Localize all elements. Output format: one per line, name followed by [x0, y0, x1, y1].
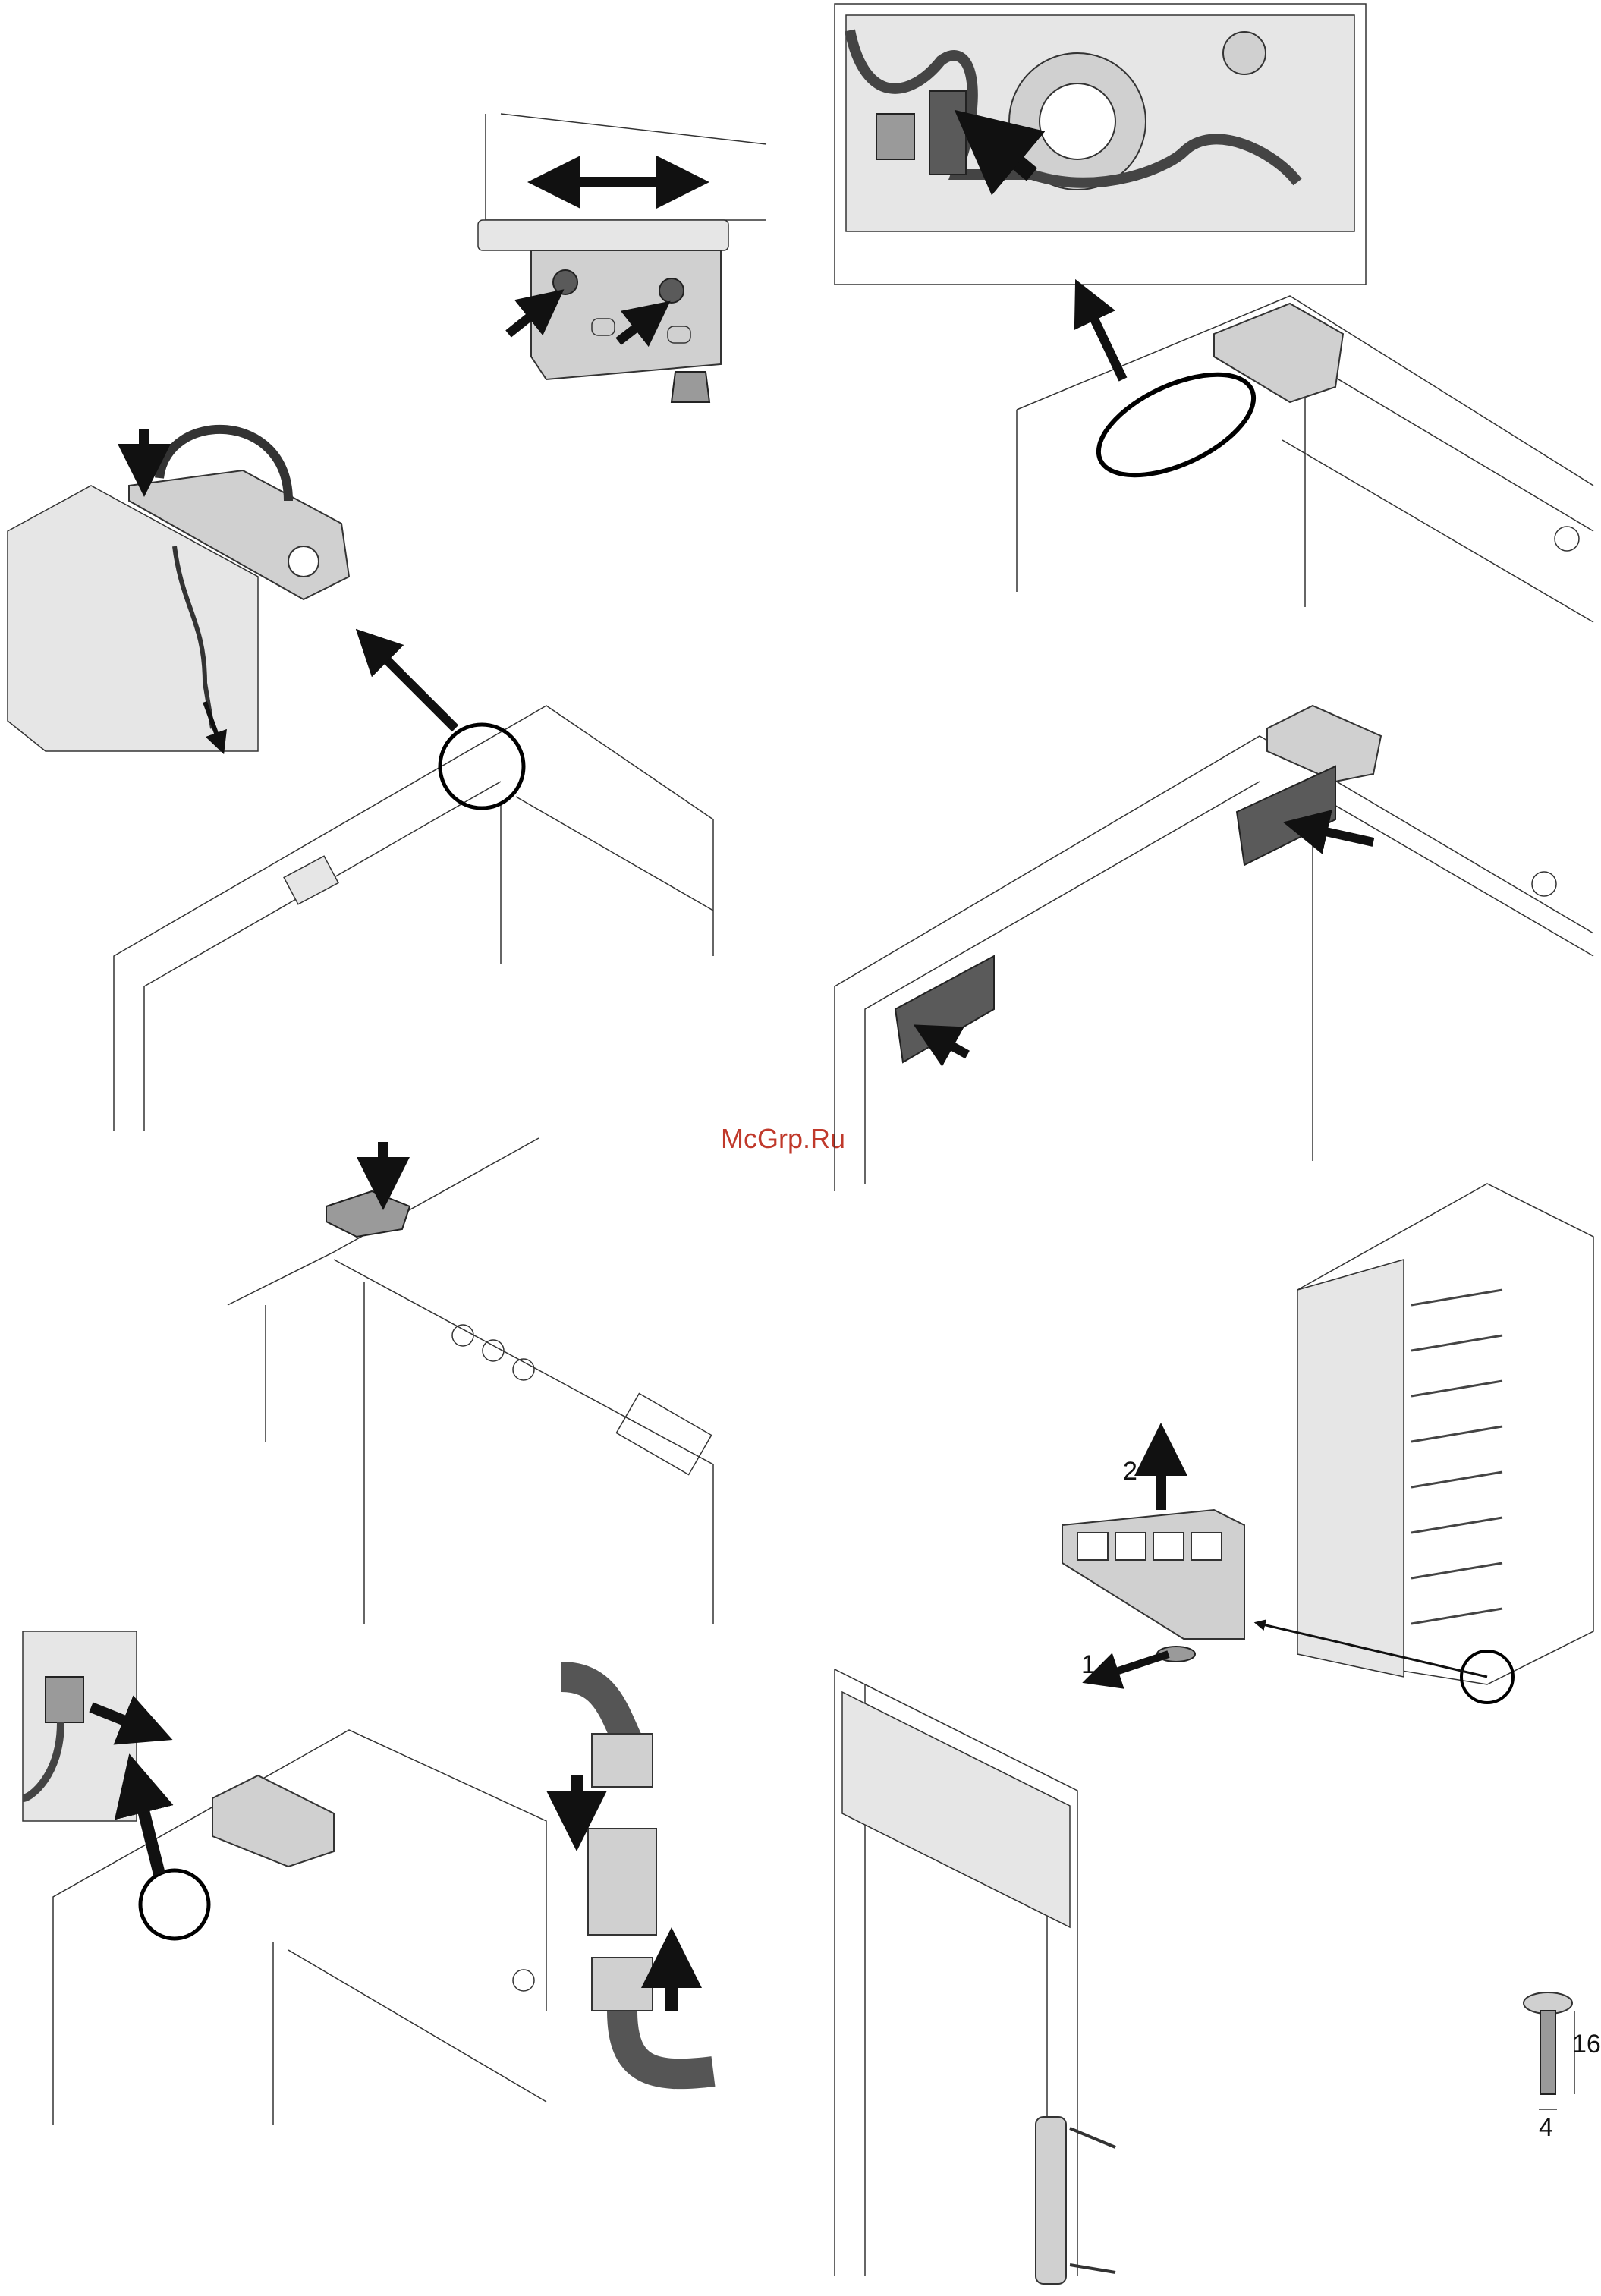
- arrow-icon: [137, 1783, 159, 1874]
- connector-housing-panel: [835, 4, 1366, 285]
- screw-icon: [659, 278, 684, 303]
- step-1-label: 1: [1081, 1650, 1096, 1679]
- connector-disconnect-panel: [23, 1631, 546, 2125]
- screw-icon: [553, 270, 577, 294]
- arrow-icon: [1085, 300, 1123, 379]
- screw-dimension-panel: 16 4: [1524, 1992, 1601, 2142]
- screw-icon: [1524, 1992, 1572, 2094]
- screw-length-label: 16: [1572, 2030, 1601, 2059]
- cabinet-top-ellipse-panel: [1017, 296, 1593, 622]
- arrow-icon: [933, 1036, 967, 1055]
- hinge-adjust-panel: [478, 114, 766, 402]
- door-handle-panel: [835, 1669, 1115, 2284]
- arrow-icon: [372, 645, 455, 728]
- cover-cap-panel: [228, 1138, 713, 1624]
- bracket-cable-panel: [8, 429, 713, 1131]
- arrow-icon: [1305, 827, 1373, 842]
- step-2-label: 2: [1123, 1457, 1137, 1486]
- wine-cabinet-panel: 2 1: [1062, 1184, 1593, 1703]
- screw-diameter-label: 4: [1539, 2113, 1553, 2142]
- cover-plates-panel: [835, 706, 1593, 1191]
- arrow-icon: [1100, 1654, 1169, 1677]
- connector-pair-panel: [561, 1677, 713, 2074]
